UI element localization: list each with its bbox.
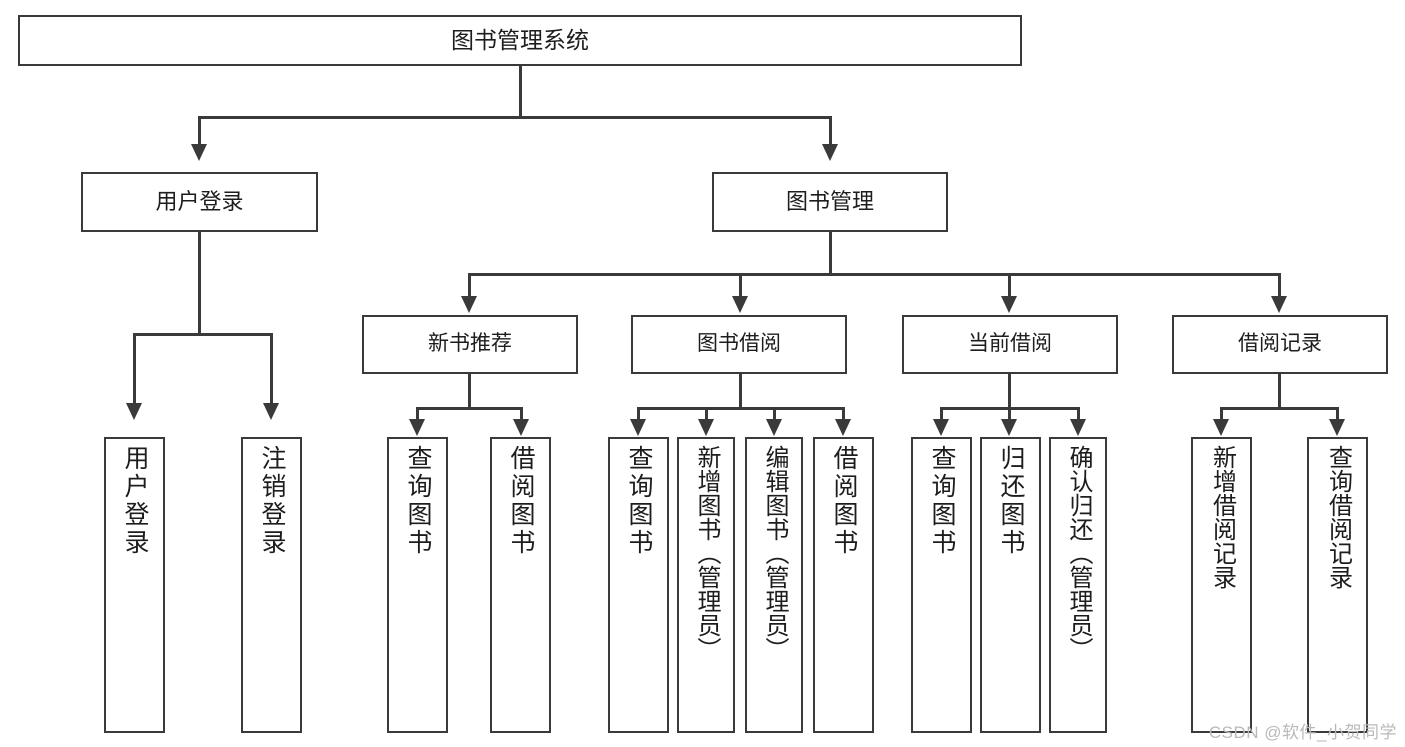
connector-drop-leaf-cb-2: [1008, 407, 1011, 421]
node-label: 查询借阅记录: [1324, 445, 1352, 589]
node-book-management[interactable]: 图书管理: [712, 172, 948, 232]
connector-book-borrow-bus: [637, 407, 844, 410]
connector-drop-leaf-nbr-1: [416, 407, 419, 421]
node-borrow-record[interactable]: 借阅记录: [1172, 315, 1388, 374]
connector-borrow-record-stem: [1278, 374, 1281, 409]
arrow-leaf-user-login-2: [263, 403, 279, 420]
connector-user-login-bus: [133, 333, 272, 336]
arrow-leaf-nbr-2: [513, 419, 529, 436]
node-label: 新书推荐: [428, 332, 512, 356]
leaf-br-add-record[interactable]: 新增借阅记录: [1191, 437, 1252, 733]
leaf-bb-borrow-book[interactable]: 借阅图书: [813, 437, 874, 733]
arrow-leaf-cb-3: [1070, 419, 1086, 436]
arrow-leaf-cb-1: [933, 419, 949, 436]
node-label: 归还图书: [997, 445, 1025, 557]
arrow-leaf-bb-1: [630, 419, 646, 436]
arrow-leaf-cb-2: [1001, 419, 1017, 436]
node-root-book-management-system[interactable]: 图书管理系统: [18, 15, 1022, 66]
arrow-leaf-bb-4: [835, 419, 851, 436]
arrow-book-management: [822, 144, 838, 161]
node-label: 新增借阅记录: [1208, 445, 1236, 589]
leaf-bb-add-book-admin[interactable]: 新增图书（管理员）: [677, 437, 735, 733]
connector-drop-leaf-br-1: [1220, 407, 1223, 421]
connector-drop-user-login: [198, 116, 201, 146]
node-label: 注销登录: [258, 445, 286, 557]
leaf-nbr-borrow-book[interactable]: 借阅图书: [490, 437, 551, 733]
connector-level3-bus: [468, 273, 1280, 276]
node-current-borrow[interactable]: 当前借阅: [902, 315, 1118, 374]
arrow-user-login: [191, 144, 207, 161]
leaf-bb-query-book[interactable]: 查询图书: [608, 437, 669, 733]
connector-drop-leaf-bb-1: [637, 407, 640, 421]
connector-drop-leaf-br-2: [1336, 407, 1339, 421]
node-label: 查询图书: [928, 445, 956, 557]
leaf-br-query-record[interactable]: 查询借阅记录: [1307, 437, 1368, 733]
node-label: 图书管理系统: [451, 26, 589, 53]
node-new-book-recommend[interactable]: 新书推荐: [362, 315, 578, 374]
connector-drop-book-management: [829, 116, 832, 146]
node-label: 查询图书: [625, 445, 653, 557]
node-label: 确认归还（管理员）: [1065, 445, 1092, 661]
leaf-nbr-query-book[interactable]: 查询图书: [387, 437, 448, 733]
connector-book-borrow-stem: [739, 374, 742, 409]
connector-drop-leaf-user-login-2: [270, 333, 273, 405]
connector-drop-leaf-bb-4: [842, 407, 845, 421]
node-label: 当前借阅: [968, 332, 1052, 356]
arrow-leaf-br-1: [1213, 419, 1229, 436]
connector-current-borrow-stem: [1008, 374, 1011, 409]
arrow-leaf-br-2: [1329, 419, 1345, 436]
arrow-leaf-bb-3: [766, 419, 782, 436]
node-book-borrow[interactable]: 图书借阅: [631, 315, 847, 374]
node-label: 借阅图书: [830, 445, 858, 557]
connector-user-login-stem: [198, 232, 201, 335]
connector-drop-leaf-bb-3: [773, 407, 776, 421]
arrow-current-borrow: [1001, 296, 1017, 313]
connector-drop-book-borrow: [739, 273, 742, 298]
arrow-borrow-record: [1271, 296, 1287, 313]
watermark: CSDN @软件_小贺同学: [1208, 723, 1397, 742]
arrow-leaf-bb-2: [698, 419, 714, 436]
leaf-cb-query-book[interactable]: 查询图书: [911, 437, 972, 733]
connector-drop-new-book-recommend: [468, 273, 471, 298]
node-label: 用户登录: [155, 189, 244, 215]
connector-drop-leaf-cb-3: [1077, 407, 1080, 421]
connector-borrow-record-bus: [1220, 407, 1338, 410]
arrow-leaf-nbr-1: [409, 419, 425, 436]
connector-drop-leaf-user-login-1: [133, 333, 136, 405]
connector-new-book-recommend-bus: [416, 407, 522, 410]
node-label: 借阅记录: [1238, 332, 1322, 356]
arrow-new-book-recommend: [461, 296, 477, 313]
node-label: 查询图书: [404, 445, 432, 557]
connector-drop-borrow-record: [1278, 273, 1281, 298]
connector-new-book-recommend-stem: [468, 374, 471, 409]
node-label: 新增图书（管理员）: [693, 445, 720, 661]
connector-drop-leaf-nbr-2: [520, 407, 523, 421]
connector-drop-leaf-cb-1: [940, 407, 943, 421]
connector-drop-current-borrow: [1008, 273, 1011, 298]
node-label: 图书管理: [785, 189, 874, 215]
leaf-cb-confirm-return-admin[interactable]: 确认归还（管理员）: [1049, 437, 1107, 733]
node-label: 编辑图书（管理员）: [761, 445, 788, 661]
connector-root-stem: [519, 66, 522, 117]
connector-book-management-stem: [829, 232, 832, 275]
arrow-book-borrow: [732, 296, 748, 313]
leaf-user-login[interactable]: 用户登录: [104, 437, 165, 733]
connector-level2-bus: [198, 116, 831, 119]
node-user-login[interactable]: 用户登录: [81, 172, 318, 232]
node-label: 借阅图书: [507, 445, 535, 557]
connector-drop-leaf-bb-2: [705, 407, 708, 421]
arrow-leaf-user-login-1: [126, 403, 142, 420]
node-label: 用户登录: [121, 445, 149, 557]
leaf-bb-edit-book-admin[interactable]: 编辑图书（管理员）: [745, 437, 803, 733]
node-label: 图书借阅: [697, 332, 781, 356]
leaf-cb-return-book[interactable]: 归还图书: [980, 437, 1041, 733]
leaf-logout[interactable]: 注销登录: [241, 437, 302, 733]
